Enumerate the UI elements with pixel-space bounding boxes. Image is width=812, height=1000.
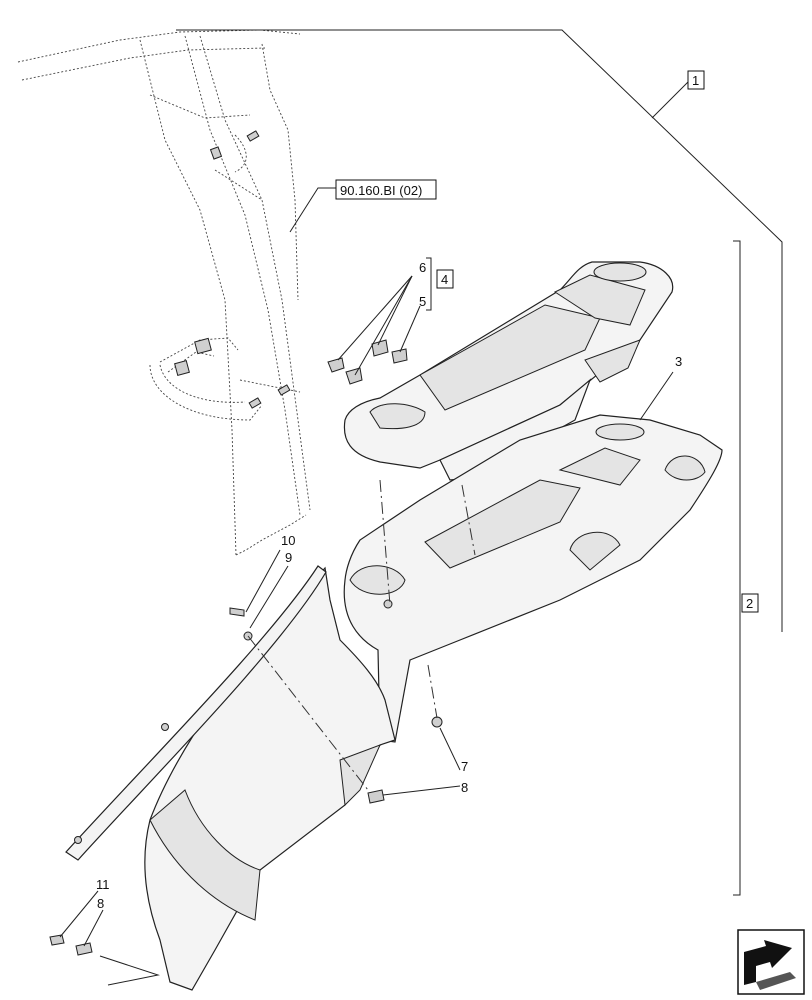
reference-box (335, 179, 437, 200)
callout-9: 9 (285, 550, 292, 565)
callout-11: 11 (96, 877, 110, 892)
callout-5: 5 (419, 294, 426, 309)
callout-8-right: 8 (461, 780, 468, 795)
callout-3: 3 (675, 354, 682, 369)
clips-5-6 (327, 339, 408, 385)
callout-box-1 (687, 70, 705, 90)
pillar-fasteners (174, 130, 291, 409)
phantom-lines (247, 479, 476, 791)
callouts: 1 2 3 4 5 6 7 8 8 9 10 11 90.160.BI (02) (96, 70, 759, 911)
small-fasteners (49, 607, 443, 956)
callout-2: 2 (746, 596, 753, 611)
upper-console-tray (343, 261, 674, 481)
callout-1: 1 (692, 73, 699, 88)
callout-4: 4 (441, 272, 448, 287)
reference-label: 90.160.BI (02) (340, 183, 422, 198)
callout-10: 10 (281, 533, 295, 548)
leader-lines (59, 29, 783, 986)
callout-6: 6 (419, 260, 426, 275)
callout-8-left: 8 (97, 896, 104, 911)
lower-console (343, 414, 723, 743)
callout-7: 7 (461, 759, 468, 774)
navigation-arrow-icon[interactable] (737, 929, 805, 995)
callout-box-4 (436, 269, 454, 289)
callout-box-2 (741, 593, 759, 613)
cab-pillar-phantom (17, 29, 311, 556)
